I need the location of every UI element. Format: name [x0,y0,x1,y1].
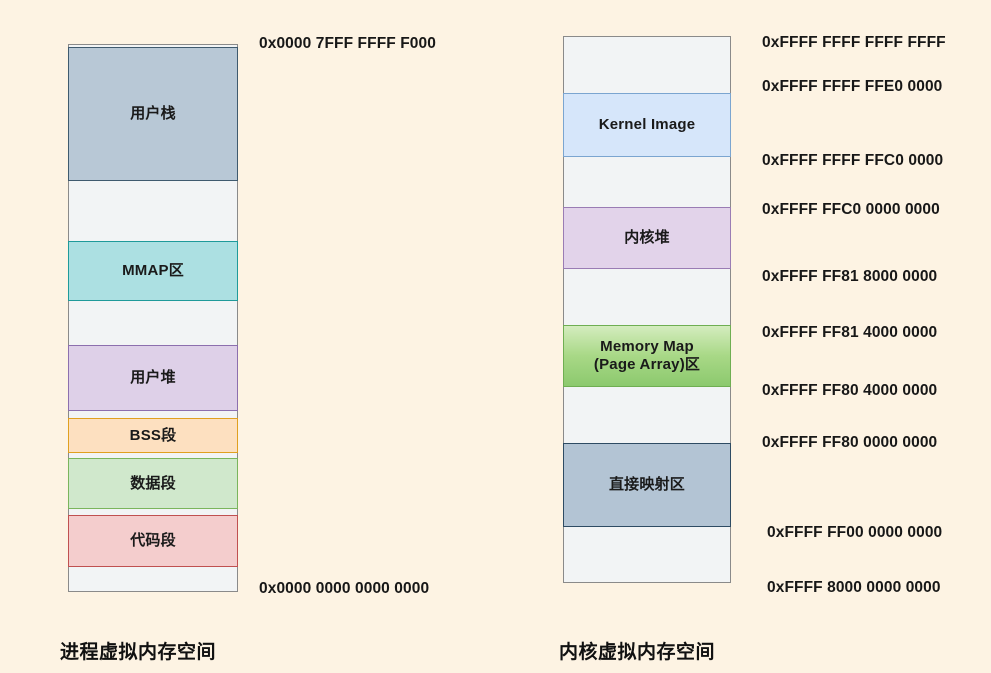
segment-direct-map: 直接映射区 [563,443,731,527]
segment-mmap: MMAP区 [68,241,238,301]
address-kernel-5: 0xFFFF FF81 4000 0000 [762,324,938,341]
segment-memory-map: Memory Map (Page Array)区 [563,325,731,387]
address-kernel-9: 0xFFFF 8000 0000 0000 [767,579,941,596]
address-process-top: 0x0000 7FFF FFFF F000 [259,35,436,52]
segment-data: 数据段 [68,458,238,509]
segment-text: 代码段 [68,515,238,567]
segment-user-heap: 用户堆 [68,345,238,411]
segment-user-stack: 用户栈 [68,47,238,181]
segment-kernel-heap: 内核堆 [563,207,731,269]
caption-process-space: 进程虚拟内存空间 [60,642,217,663]
segment-kernel-image: Kernel Image [563,93,731,157]
address-kernel-6: 0xFFFF FF80 4000 0000 [762,382,938,399]
segment-bss: BSS段 [68,418,238,453]
address-kernel-3: 0xFFFF FFC0 0000 0000 [762,201,940,218]
address-kernel-0: 0xFFFF FFFF FFFF FFFF [762,34,946,51]
address-process-bottom: 0x0000 0000 0000 0000 [259,580,430,597]
caption-kernel-space: 内核虚拟内存空间 [559,642,716,663]
address-kernel-7: 0xFFFF FF80 0000 0000 [762,434,938,451]
address-kernel-8: 0xFFFF FF00 0000 0000 [767,524,943,541]
address-kernel-1: 0xFFFF FFFF FFE0 0000 [762,78,943,95]
address-kernel-4: 0xFFFF FF81 8000 0000 [762,268,938,285]
address-kernel-2: 0xFFFF FFFF FFC0 0000 [762,152,944,169]
